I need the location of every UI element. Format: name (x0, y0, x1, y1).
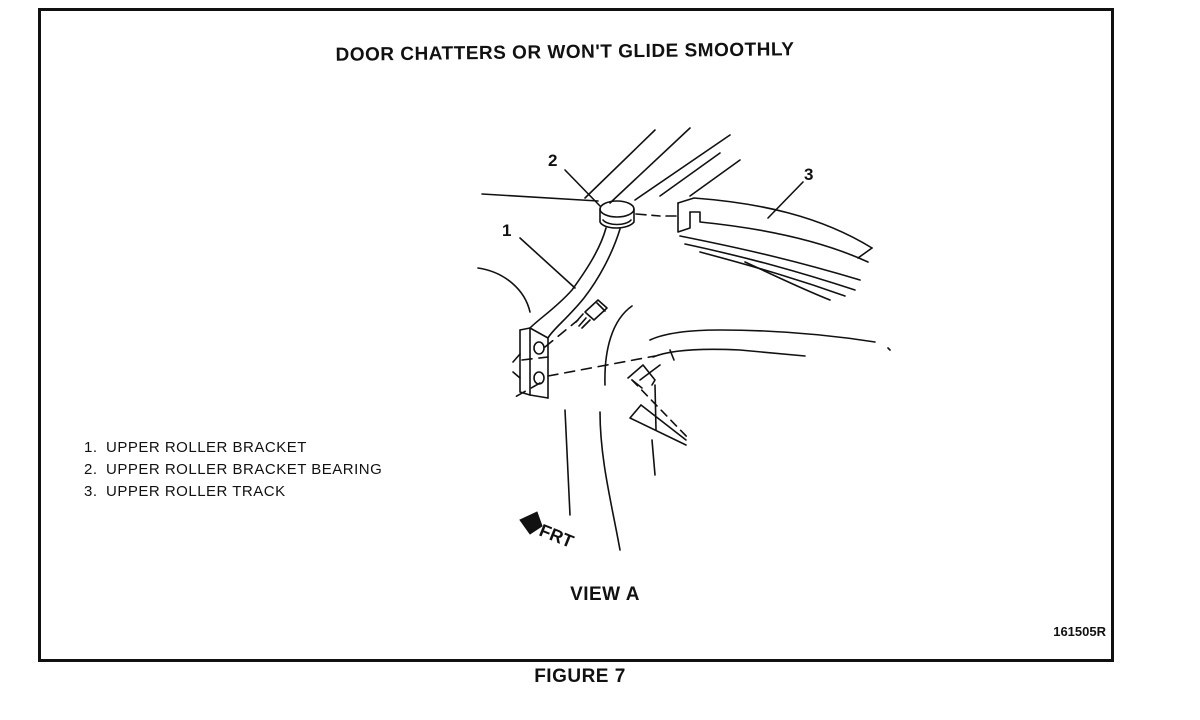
callout-1: 1 (502, 221, 511, 240)
callout-3: 3 (804, 165, 813, 184)
roof-hatch-lines (584, 127, 741, 204)
upper-roller-track (677, 197, 873, 301)
legend-number: 3. (84, 483, 98, 500)
front-direction-indicator: FRT (519, 511, 577, 552)
figure-frame (38, 8, 1114, 662)
parts-legend: 1. UPPER ROLLER BRACKET 2. UPPER ROLLER BR… (84, 437, 382, 503)
roller-bracket-bearing (599, 200, 635, 229)
front-arrow-icon (519, 511, 543, 535)
legend-label: UPPER ROLLER BRACKET BEARING (106, 461, 383, 478)
legend-number: 1. (84, 439, 98, 456)
legend-label: UPPER ROLLER BRACKET (106, 439, 307, 456)
view-label: VIEW A (570, 584, 640, 605)
bearing-track-dash (635, 213, 679, 217)
callout-leader-lines (519, 169, 804, 289)
upper-roller-bracket (512, 227, 621, 399)
legend-item: 2. UPPER ROLLER BRACKET BEARING (84, 459, 382, 481)
figure-caption: FIGURE 7 (534, 666, 626, 687)
legend-item: 3. UPPER ROLLER TRACK (84, 481, 382, 503)
callout-2: 2 (548, 151, 557, 170)
legend-label: UPPER ROLLER TRACK (106, 483, 286, 500)
legend-number: 2. (84, 461, 98, 478)
legend-item: 1. UPPER ROLLER BRACKET (84, 437, 382, 459)
roof-line (481, 193, 599, 202)
front-direction-label: FRT (537, 520, 577, 552)
illustration-code: 161505R (1053, 624, 1106, 639)
fastener-alignment-dashes (514, 319, 656, 398)
body-panel-lines (477, 267, 891, 551)
mounting-screw (575, 299, 608, 329)
